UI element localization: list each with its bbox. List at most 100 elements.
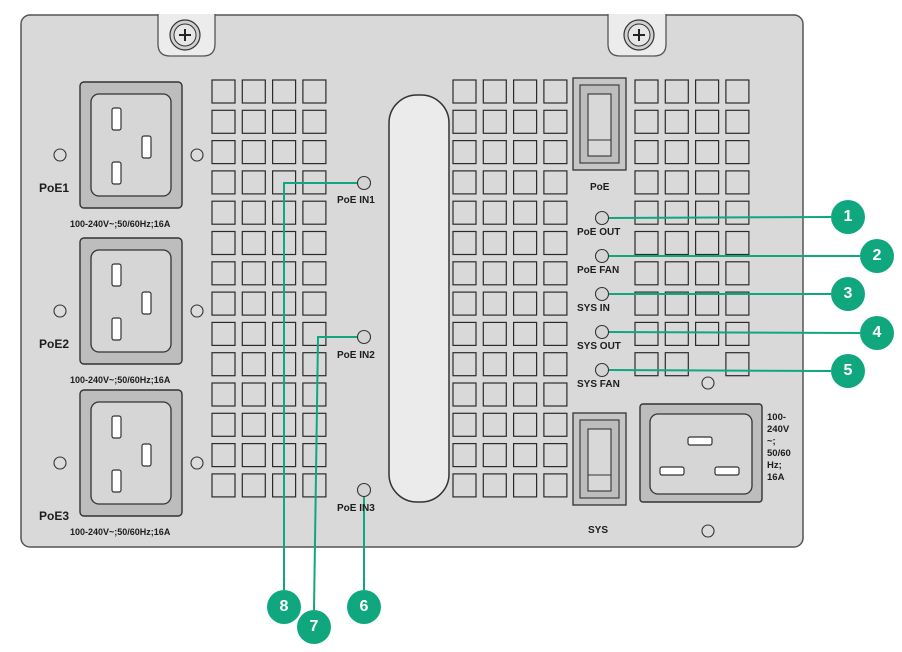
mounting-hole	[53, 456, 67, 470]
vent-hole	[725, 79, 750, 104]
vent-hole	[512, 382, 538, 407]
vent-hole	[694, 109, 720, 134]
vent-hole	[543, 261, 568, 286]
vent-hole	[482, 170, 507, 195]
leader-line	[608, 369, 832, 372]
vent-hole	[211, 79, 236, 104]
poe-switch-label: PoE	[590, 182, 610, 193]
vent-hole	[694, 321, 720, 346]
vent-hole	[725, 170, 750, 195]
leader-line	[313, 336, 357, 611]
vent-hole	[725, 291, 750, 316]
vent-hole	[694, 170, 720, 195]
mounting-hole	[53, 304, 67, 318]
vent-hole	[302, 443, 327, 468]
sys-switch-label: SYS	[588, 525, 609, 536]
vent-hole	[211, 321, 236, 346]
vent-hole	[664, 109, 689, 134]
pin-icon	[141, 291, 152, 315]
mounting-hole	[190, 148, 204, 162]
vent-hole	[543, 109, 568, 134]
mounting-hole	[190, 304, 204, 318]
led-status-2	[594, 248, 610, 264]
vent-hole	[543, 200, 568, 225]
pin-icon	[111, 107, 122, 131]
vent-hole	[482, 261, 507, 286]
callout-8: 8	[267, 590, 301, 624]
vent-hole	[634, 170, 659, 195]
mounting-hole	[53, 148, 67, 162]
vent-hole	[302, 291, 327, 316]
callout-2: 2	[860, 239, 894, 273]
vent-hole	[211, 352, 236, 377]
supply-label: PoE1	[39, 181, 70, 195]
vent-hole	[694, 140, 720, 165]
vent-hole	[482, 321, 507, 346]
vent-hole	[452, 412, 477, 437]
vent-hole	[241, 443, 266, 468]
vent-hole	[211, 230, 236, 256]
carry-handle	[388, 94, 450, 503]
vent-hole	[211, 170, 236, 195]
poe-in-label: PoE IN3	[337, 503, 375, 514]
vent-hole	[634, 109, 659, 134]
vent-hole	[452, 230, 477, 256]
vent-hole	[482, 412, 507, 437]
vent-hole	[482, 352, 507, 377]
status-led-label: PoE FAN	[577, 265, 620, 276]
vent-hole	[512, 352, 538, 377]
vent-hole	[302, 230, 327, 256]
status-led-label: SYS FAN	[577, 379, 620, 390]
vent-hole	[725, 261, 750, 286]
vent-hole	[664, 352, 689, 377]
led-status-3	[594, 286, 610, 302]
vent-hole	[512, 473, 538, 498]
led-status-1	[594, 210, 610, 226]
vent-hole	[302, 140, 327, 165]
callout-6: 6	[347, 590, 381, 624]
mounting-hole	[190, 456, 204, 470]
vent-hole	[664, 261, 689, 286]
pin-icon	[659, 466, 685, 476]
status-led-label: PoE OUT	[577, 227, 621, 238]
vent-hole	[211, 412, 236, 437]
status-led-label: SYS IN	[577, 303, 610, 314]
vent-hole	[664, 321, 689, 346]
vent-hole	[482, 109, 507, 134]
vent-hole	[694, 230, 720, 256]
vent-hole	[543, 443, 568, 468]
vent-hole	[302, 79, 327, 104]
vent-hole	[302, 352, 327, 377]
vent-hole	[512, 321, 538, 346]
vent-hole	[664, 170, 689, 195]
vent-hole	[512, 291, 538, 316]
led-poe-in1	[356, 175, 372, 191]
vent-hole	[634, 261, 659, 286]
vent-hole	[543, 291, 568, 316]
mounting-hole	[701, 376, 715, 390]
vent-hole	[543, 230, 568, 256]
vent-hole	[512, 200, 538, 225]
status-led-label: SYS OUT	[577, 341, 621, 352]
led-poe-in2	[356, 329, 372, 345]
vent-hole	[211, 291, 236, 316]
vent-hole	[452, 109, 477, 134]
vent-hole	[694, 261, 720, 286]
callout-5: 5	[831, 354, 865, 388]
vent-hole	[512, 412, 538, 437]
vent-hole	[241, 382, 266, 407]
vent-hole	[211, 200, 236, 225]
vent-hole	[302, 200, 327, 225]
vent-hole	[452, 170, 477, 195]
vent-hole	[452, 352, 477, 377]
mounting-hole	[701, 524, 715, 538]
vent-hole	[452, 79, 477, 104]
vent-hole	[452, 200, 477, 225]
vent-hole	[634, 321, 659, 346]
vent-hole	[302, 321, 327, 346]
vent-hole	[512, 79, 538, 104]
vent-hole	[543, 412, 568, 437]
input-rating-label: 100-240V~;50/60Hz;16A	[70, 219, 171, 229]
vent-hole	[452, 382, 477, 407]
vent-hole	[241, 230, 266, 256]
